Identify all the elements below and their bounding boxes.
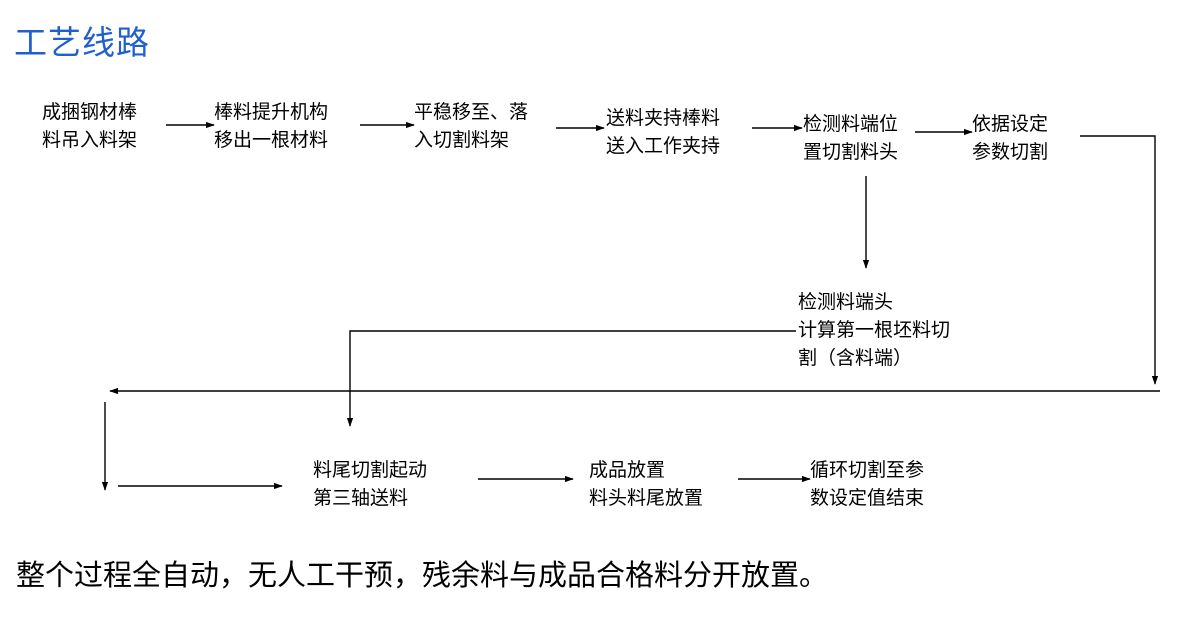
step-9: 成品放置 料头料尾放置	[589, 456, 703, 512]
step-5-line-1: 检测料端位	[803, 113, 899, 135]
step-10: 循环切割至参 数设定值结束	[810, 456, 924, 512]
step-10-line-1: 循环切割至参	[810, 459, 925, 481]
step-3-line-1: 平稳移至、落	[414, 101, 529, 123]
arrow-7-8	[346, 330, 796, 427]
step-8: 料尾切割起动 第三轴送料	[313, 456, 427, 512]
step-7-line-2: 计算第一根坯料切	[798, 319, 951, 341]
step-2: 棒料提升机构 移出一根材料	[214, 98, 328, 154]
step-5-line-2: 置切割料头	[803, 141, 899, 163]
step-5: 检测料端位 置切割料头	[803, 110, 898, 166]
step-9-line-2: 料头料尾放置	[589, 487, 704, 509]
step-7-line-1: 检测料端头	[798, 291, 894, 313]
step-7: 检测料端头 计算第一根坯料切 割（含料端）	[798, 288, 950, 372]
page-title: 工艺线路	[14, 23, 150, 62]
step-3: 平稳移至、落 入切割料架	[414, 98, 528, 154]
step-8-line-2: 第三轴送料	[313, 487, 409, 509]
step-1: 成捆钢材棒 料吊入料架	[42, 98, 137, 154]
step-6: 依据设定 参数切割	[972, 110, 1048, 166]
step-4-line-2: 送入工作夹持	[606, 135, 721, 157]
step-4-line-1: 送料夹持棒料	[606, 107, 721, 129]
step-10-line-2: 数设定值结束	[810, 487, 925, 509]
step-4: 送料夹持棒料 送入工作夹持	[606, 104, 720, 160]
step-1-line-2: 料吊入料架	[42, 129, 138, 151]
step-9-line-1: 成品放置	[589, 459, 666, 481]
step-2-line-2: 移出一根材料	[214, 129, 329, 151]
step-3-line-2: 入切割料架	[414, 129, 510, 151]
footer-note: 整个过程全自动，无人工干预，残余料与成品合格料分开放置。	[16, 558, 829, 592]
step-2-line-1: 棒料提升机构	[214, 101, 329, 123]
step-1-line-1: 成捆钢材棒	[42, 101, 138, 123]
step-6-line-2: 参数切割	[972, 141, 1049, 163]
arrow-6-return	[1080, 135, 1159, 385]
step-6-line-1: 依据设定	[972, 113, 1049, 135]
step-7-line-3: 割（含料端）	[798, 347, 913, 369]
step-8-line-1: 料尾切割起动	[313, 459, 428, 481]
